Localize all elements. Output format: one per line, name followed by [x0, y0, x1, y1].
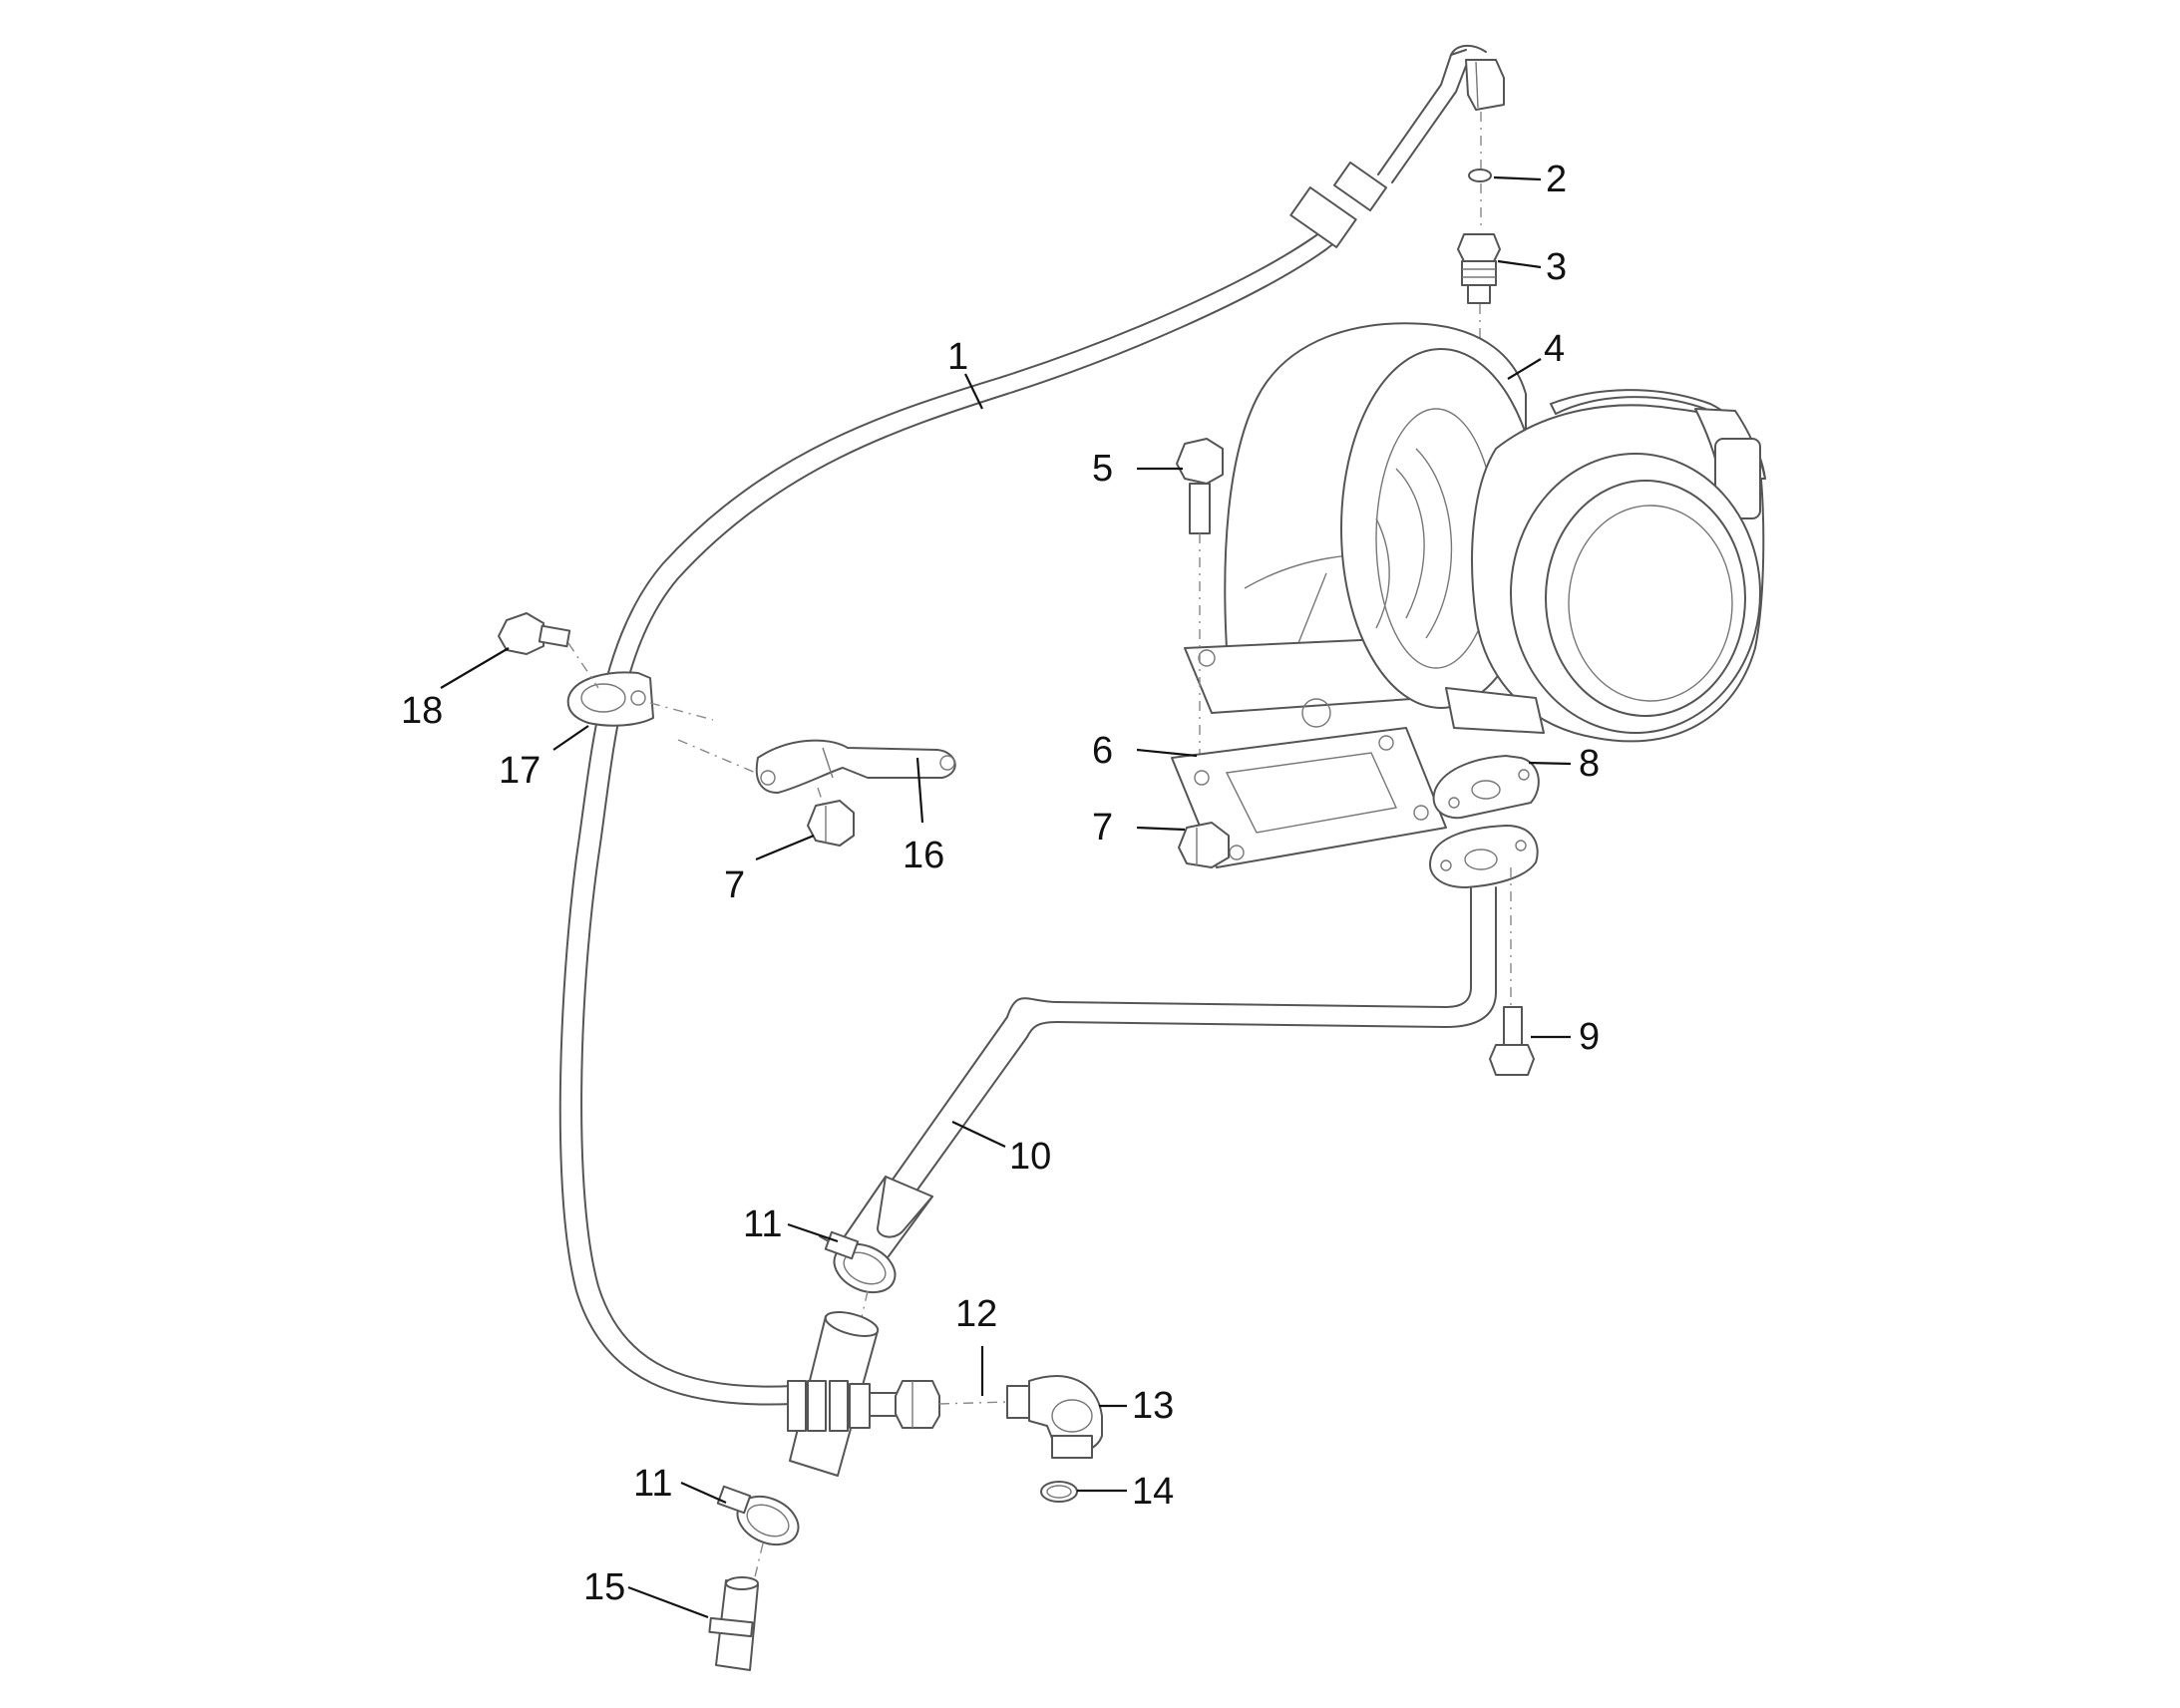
turbocharger — [1184, 322, 1766, 743]
hose-clamp-lower — [716, 1485, 800, 1546]
callout-3: 3 — [1546, 246, 1567, 288]
oil-drain-gasket — [1432, 755, 1540, 820]
bracket-nut — [807, 800, 855, 847]
callout-17: 17 — [499, 750, 541, 792]
callout-11: 11 — [633, 1463, 672, 1505]
callout-16: 16 — [903, 835, 944, 876]
line-clip — [566, 671, 654, 727]
callout-6: 6 — [1092, 730, 1113, 772]
sealing-washer — [1468, 169, 1492, 182]
callout-13: 13 — [1132, 1385, 1174, 1427]
callout-7: 7 — [1092, 807, 1113, 849]
elbow-fitting — [1006, 1375, 1103, 1459]
callout-10: 10 — [1009, 1136, 1051, 1178]
callout-2: 2 — [1546, 159, 1567, 200]
callout-11: 11 — [743, 1203, 782, 1245]
mounting-bracket — [755, 739, 956, 794]
turbo-mounting-stud — [1176, 438, 1224, 534]
adapter-fitting — [1457, 233, 1501, 304]
flange-nut — [1178, 822, 1230, 868]
callout-7: 7 — [724, 864, 745, 906]
callout-12: 12 — [955, 1293, 997, 1335]
clip-bolt — [498, 612, 571, 655]
callout-15: 15 — [583, 1566, 625, 1608]
hose-clamp-upper — [824, 1230, 897, 1294]
oil-feed-line — [558, 44, 1505, 1406]
callout-1: 1 — [947, 336, 968, 378]
callout-14: 14 — [1132, 1471, 1174, 1513]
drain-flange-bolt — [1489, 867, 1535, 1076]
callout-9: 9 — [1579, 1016, 1600, 1058]
leader-lines — [440, 175, 1572, 1619]
callout-5: 5 — [1092, 448, 1113, 490]
callout-8: 8 — [1579, 743, 1600, 785]
hose-connector — [708, 1576, 759, 1671]
tee-fitting — [787, 1311, 940, 1477]
callout-18: 18 — [401, 690, 443, 732]
callout-4: 4 — [1544, 328, 1565, 370]
callout-labels: 1 2 3 4 5 6 7 7 8 9 10 11 11 12 13 14 15… — [401, 159, 1600, 1608]
oil-drain-tube — [819, 825, 1539, 1272]
